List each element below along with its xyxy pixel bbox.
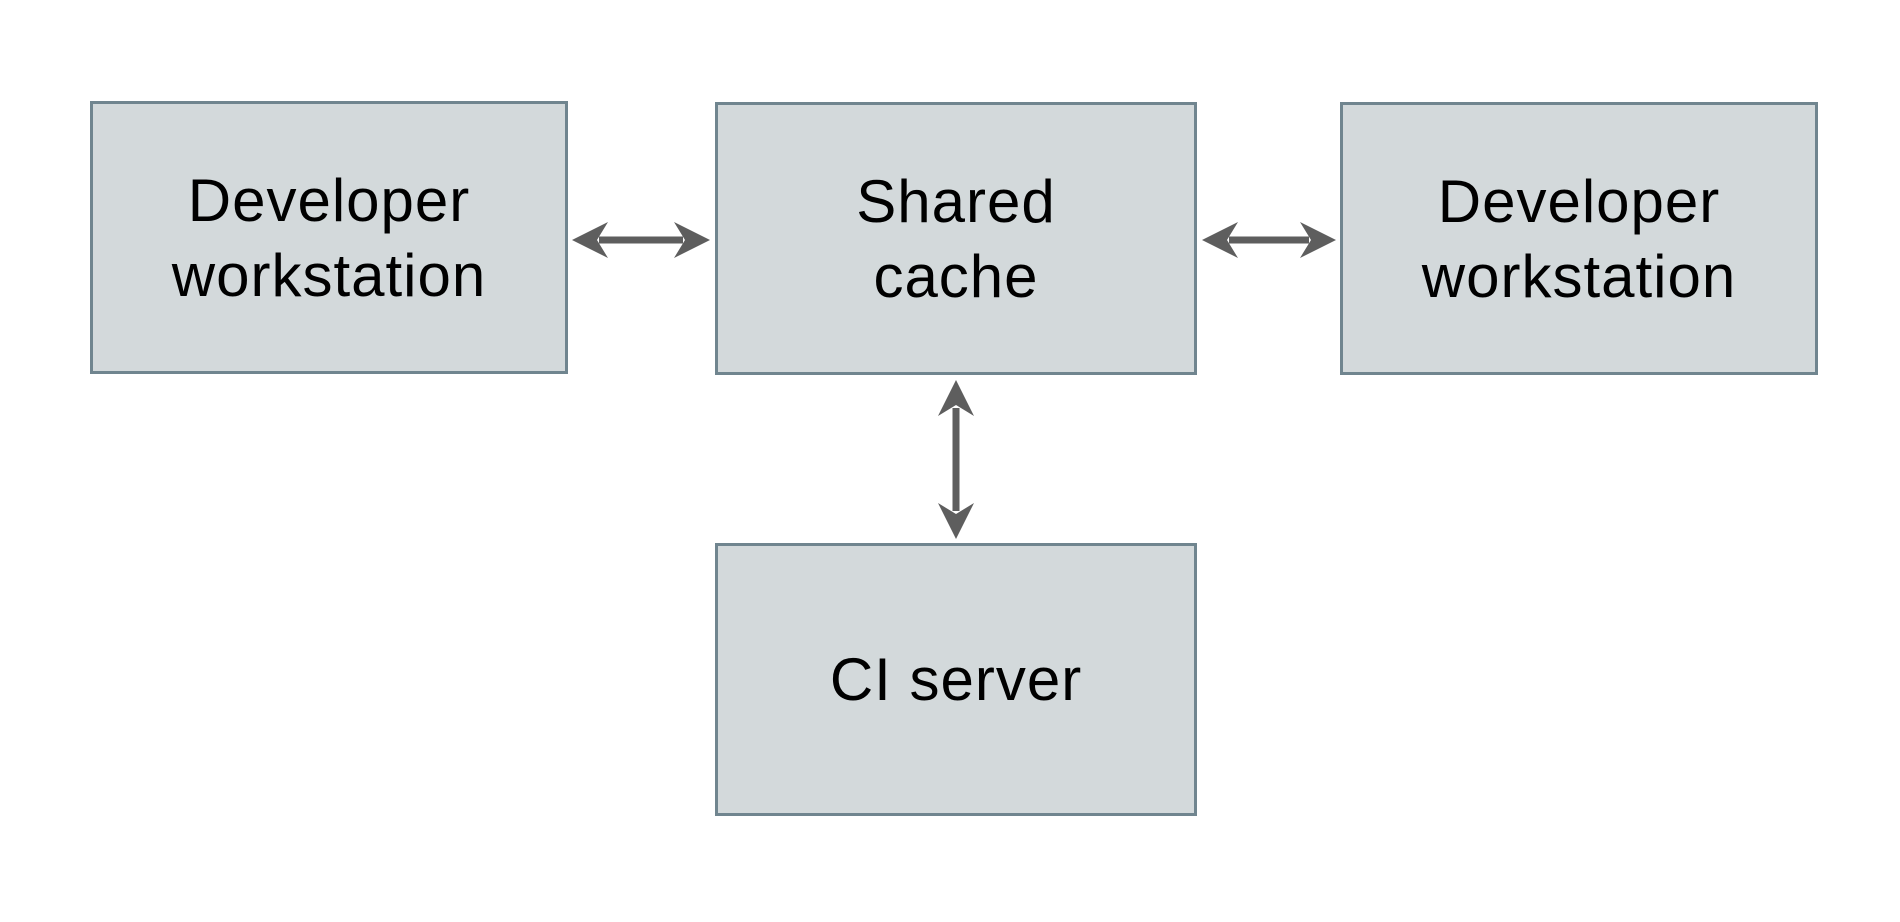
node-ci-server: CI server (715, 543, 1197, 816)
node-label: Developer workstation (171, 166, 487, 309)
node-developer-workstation-right: Developer workstation (1340, 102, 1818, 375)
double-arrow-cache-dev-right (1202, 222, 1336, 258)
node-developer-workstation-left: Developer workstation (90, 101, 568, 374)
node-label: CI server (829, 646, 1083, 713)
node-shared-cache: Shared cache (715, 102, 1197, 375)
double-arrow-dev-left-cache (572, 222, 710, 258)
double-arrow-cache-ci-server (938, 380, 974, 539)
node-label: Developer workstation (1421, 167, 1737, 310)
node-label: Shared cache (856, 167, 1056, 310)
